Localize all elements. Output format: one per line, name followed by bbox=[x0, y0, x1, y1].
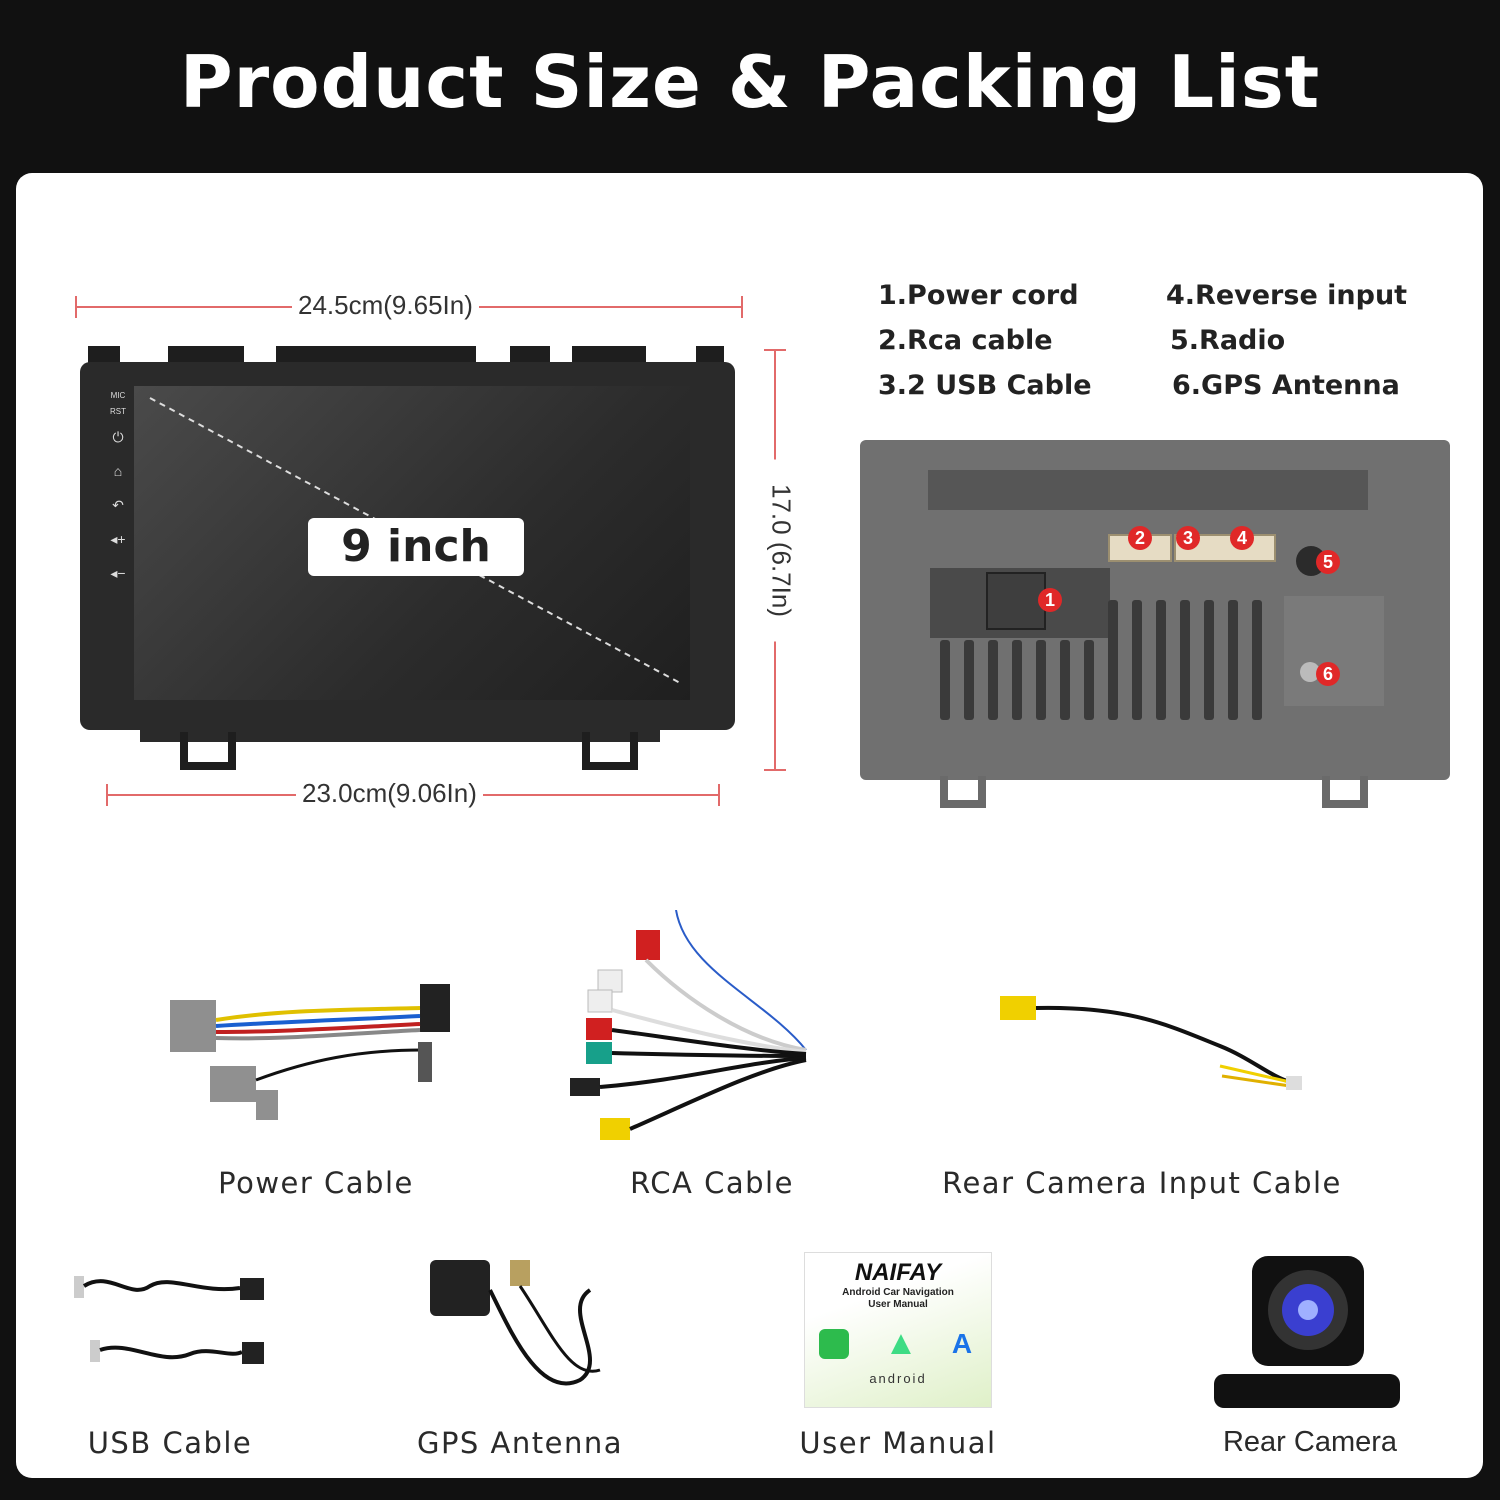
heatsink-fin bbox=[1228, 600, 1238, 720]
mounting-foot bbox=[940, 776, 986, 808]
mic-label: MIC bbox=[110, 391, 126, 400]
heatsink-fin bbox=[1084, 640, 1094, 720]
accessory-label-rear-camera: Rear Camera bbox=[1222, 1426, 1398, 1458]
manual-android-word: android bbox=[869, 1371, 927, 1386]
user-manual-image: NAIFAY Android Car Navigation User Manua… bbox=[804, 1252, 992, 1408]
dimension-tick bbox=[718, 784, 720, 806]
accessory-label-gps-antenna: GPS Antenna bbox=[416, 1426, 624, 1460]
mounting-tab bbox=[510, 346, 550, 366]
packing-item: 1.Power cord bbox=[878, 280, 1079, 311]
port-marker-4: 4 bbox=[1230, 526, 1254, 550]
accessory-label-power-cable: Power Cable bbox=[218, 1166, 414, 1200]
heatsink-fin bbox=[1036, 640, 1046, 720]
port-marker-5: 5 bbox=[1316, 550, 1340, 574]
mounting-tab bbox=[276, 346, 476, 366]
rear-camera-input-cable-image bbox=[1000, 996, 1302, 1090]
rst-label: RST bbox=[110, 407, 126, 416]
mounting-tab bbox=[572, 346, 646, 366]
mounting-tab bbox=[88, 346, 120, 366]
gps-port bbox=[1300, 662, 1320, 682]
back-panel-rail bbox=[928, 470, 1368, 510]
mounting-tab bbox=[168, 346, 244, 366]
manual-subtitle: Android Car Navigation User Manual bbox=[805, 1287, 991, 1311]
packing-item: 3.2 USB Cable bbox=[878, 370, 1092, 401]
volume-down-icon: ◂− bbox=[110, 565, 126, 581]
heatsink-fin bbox=[1012, 640, 1022, 720]
port-marker-6: 6 bbox=[1316, 662, 1340, 686]
dimension-tick bbox=[106, 784, 108, 806]
android-robot-icon: ▲ bbox=[884, 1324, 918, 1362]
rear-camera-image bbox=[1214, 1256, 1400, 1408]
gps-antenna-image bbox=[430, 1260, 601, 1386]
rca-connector bbox=[1108, 534, 1172, 562]
android-auto-icon: A bbox=[951, 1328, 973, 1359]
heatsink-fin bbox=[1132, 600, 1142, 720]
mounting-foot bbox=[1322, 776, 1368, 808]
packing-item: 6.GPS Antenna bbox=[1172, 370, 1400, 401]
mounting-foot bbox=[180, 732, 236, 770]
back-icon: ↶ bbox=[112, 497, 124, 513]
dimension-width-bottom: 23.0cm(9.06In) bbox=[296, 778, 483, 809]
dimension-tick bbox=[764, 349, 786, 351]
page-title: Product Size & Packing List bbox=[179, 40, 1321, 124]
heatsink-fin bbox=[964, 640, 974, 720]
antenna-port-block bbox=[1284, 596, 1384, 706]
home-icon: ⌂ bbox=[113, 463, 123, 479]
heatsink-fin bbox=[1204, 600, 1214, 720]
dimension-tick bbox=[75, 296, 77, 318]
heatsink-fin bbox=[1180, 600, 1190, 720]
port-marker-2: 2 bbox=[1128, 526, 1152, 550]
dimension-tick bbox=[741, 296, 743, 318]
packing-item: 4.Reverse input bbox=[1166, 280, 1408, 311]
accessory-label-user-manual: User Manual bbox=[799, 1426, 997, 1460]
heatsink-fin bbox=[1108, 600, 1118, 720]
heatsink-fin bbox=[1060, 640, 1070, 720]
heatsink-fin bbox=[988, 640, 998, 720]
rca-cable-image bbox=[570, 910, 807, 1140]
manual-brand: NAIFAY bbox=[854, 1259, 942, 1286]
heatsink-fin bbox=[1252, 600, 1262, 720]
packing-item: 2.Rca cable bbox=[878, 325, 1053, 356]
side-button-column: MIC RST ⏻ ⌂ ↶ ◂+ ◂− bbox=[104, 388, 132, 590]
mounting-foot bbox=[582, 732, 638, 770]
dimension-height-side: 17.0 (6.7In) bbox=[765, 459, 797, 642]
carplay-icon bbox=[819, 1329, 849, 1359]
accessory-label-rca-cable: RCA Cable bbox=[630, 1166, 794, 1200]
heatsink-fin bbox=[940, 640, 950, 720]
volume-up-icon: ◂+ bbox=[110, 531, 126, 547]
bottom-rail bbox=[140, 728, 660, 742]
accessory-label-rear-camera-input-cable: Rear Camera Input Cable bbox=[942, 1166, 1342, 1200]
power-cable-image bbox=[170, 984, 450, 1120]
manual-subtitle-line-1: Android Car Navigation bbox=[842, 1287, 954, 1298]
dimension-tick bbox=[764, 769, 786, 771]
heatsink-fin bbox=[1156, 600, 1166, 720]
manual-subtitle-line-2: User Manual bbox=[868, 1299, 928, 1310]
mounting-tab bbox=[696, 346, 724, 366]
screen-size-badge: 9 inch bbox=[308, 518, 524, 576]
power-connector bbox=[986, 572, 1046, 630]
dimension-width-top: 24.5cm(9.65In) bbox=[292, 290, 479, 321]
power-icon: ⏻ bbox=[112, 429, 124, 445]
packing-item: 5.Radio bbox=[1170, 325, 1286, 356]
accessory-label-usb-cable: USB Cable bbox=[87, 1426, 253, 1460]
port-marker-1: 1 bbox=[1038, 588, 1062, 612]
usb-cable-image bbox=[74, 1276, 264, 1364]
port-marker-3: 3 bbox=[1176, 526, 1200, 550]
